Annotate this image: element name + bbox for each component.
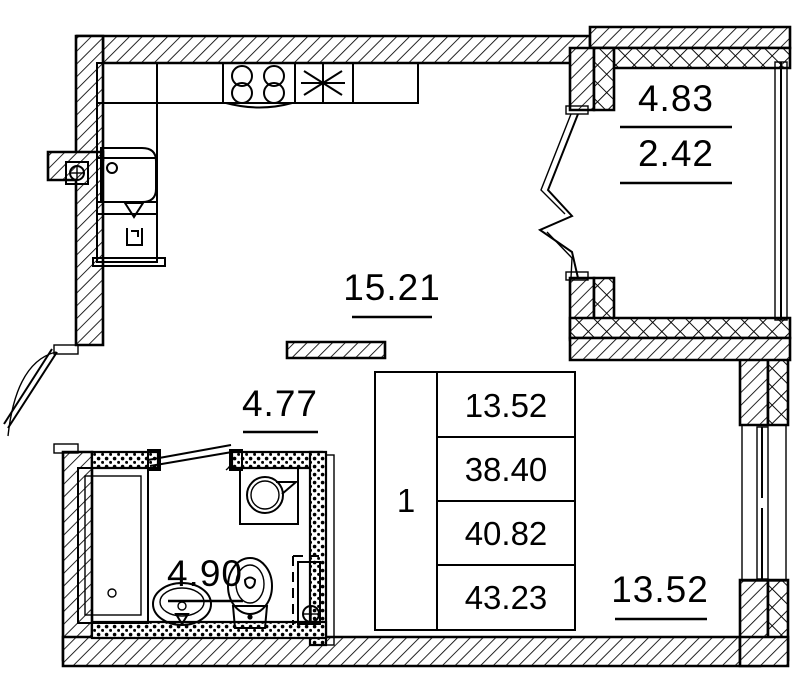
area-value-balcony: 4.83 (638, 78, 714, 119)
bathroom-walls (90, 449, 335, 647)
info-table-index: 1 (397, 482, 415, 519)
area-value-balcony-reduced: 2.42 (638, 133, 714, 174)
toilet-icon (227, 557, 273, 629)
info-table-row-value: 40.82 (465, 515, 548, 552)
balcony-wall-top-struct (588, 25, 792, 50)
window-balcony-icon (774, 61, 788, 321)
kitchen-units (65, 62, 419, 267)
area-label-balcony: 4.83 2.42 (620, 78, 732, 185)
balcony-wall-bottom-struct (568, 336, 792, 362)
balcony-door-icon[interactable] (537, 105, 589, 281)
area-label-hall: 4.77 (242, 383, 318, 434)
window-right-icon (741, 424, 787, 582)
info-table-row-value: 43.23 (465, 579, 548, 616)
area-labels: 15.21 4.83 2.42 4.77 4.90 13.52 (167, 78, 732, 621)
wall-bottom (61, 635, 762, 668)
info-table-row-value: 38.40 (465, 451, 548, 488)
snowflake-glyph (301, 64, 345, 102)
balcony-pier-top-struct (568, 46, 596, 112)
door-jamb-right (229, 449, 243, 471)
info-table-row-value: 13.52 (465, 387, 548, 424)
balcony-wall-top-insulation (588, 46, 792, 70)
riser-shaft-icon (292, 555, 322, 625)
washing-machine-icon (239, 467, 299, 525)
bathroom-fixtures (77, 467, 322, 629)
bathtub-icon (77, 467, 149, 624)
area-label-living-kitchen: 15.21 (343, 267, 441, 319)
water-meter-icon (65, 161, 89, 185)
refrigerator-icon (352, 62, 419, 104)
area-label-bedroom: 13.52 (611, 569, 709, 621)
balcony-wall-bottom-insulation (568, 316, 792, 340)
bathroom-door-icon[interactable] (147, 444, 234, 471)
area-value-bedroom: 13.52 (611, 569, 709, 610)
info-table: 1 13.52 38.40 40.82 43.23 (374, 371, 576, 631)
area-label-bathroom: 4.90 (167, 553, 243, 603)
bathroom-wall-top-left (90, 450, 160, 470)
area-value-bathroom: 4.90 (167, 553, 243, 594)
balcony-enclosure (568, 25, 792, 362)
area-value-hall: 4.77 (242, 383, 318, 424)
counter-end (92, 257, 166, 267)
bathroom-wall-skin (325, 454, 335, 646)
wall-bottom-right-return (738, 635, 790, 668)
area-value-living-kitchen: 15.21 (343, 267, 441, 308)
wall-left-upper (74, 34, 105, 162)
wall-top (76, 34, 592, 65)
bathroom-wall-top-right (230, 450, 324, 470)
partition-stub (285, 340, 387, 360)
balcony-pier-top-insulation (592, 46, 616, 112)
bathroom-wall-bottom (90, 620, 328, 640)
entry-door-icon[interactable] (3, 344, 79, 454)
